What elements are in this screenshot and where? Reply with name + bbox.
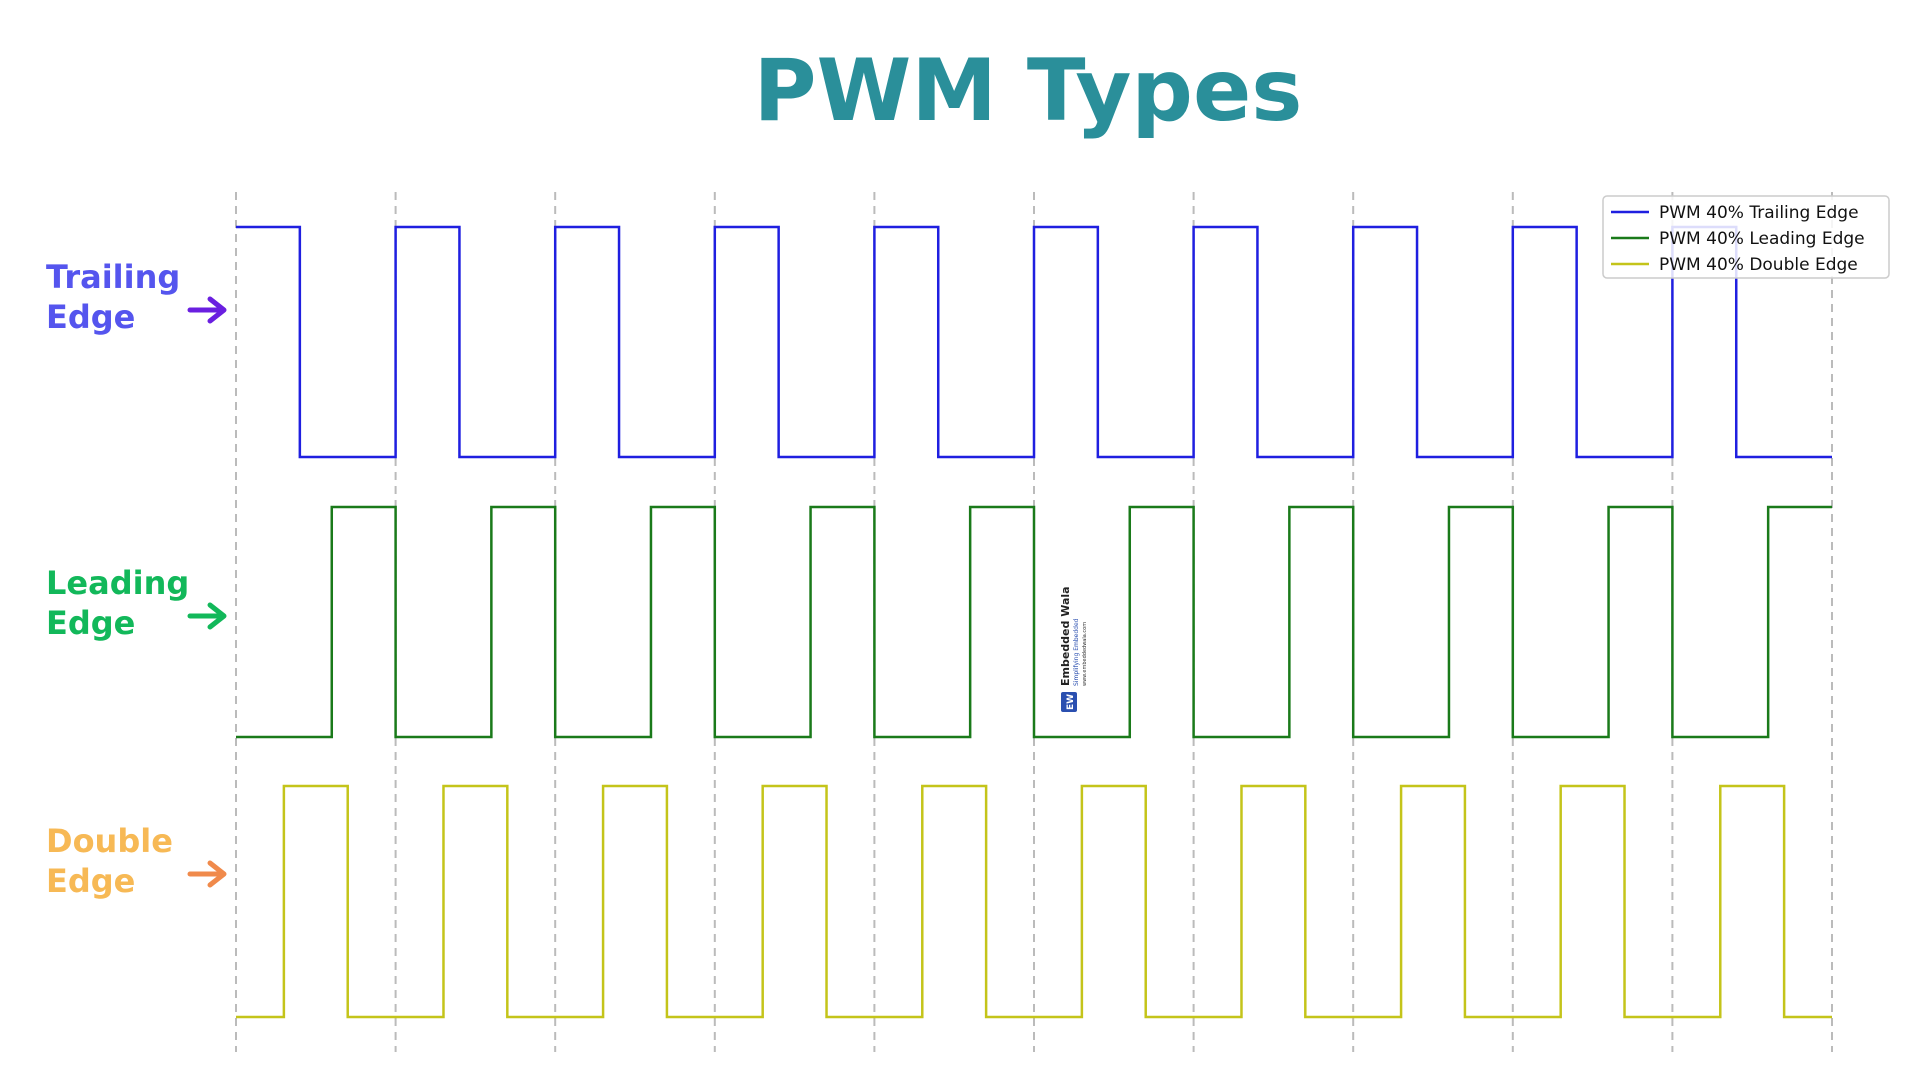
series-line-double bbox=[236, 784, 1832, 1019]
side-label-leading-line1: Leading bbox=[46, 564, 189, 602]
watermark-badge-icon bbox=[1061, 692, 1077, 712]
watermark-brand: Embedded Wala bbox=[1059, 586, 1072, 686]
watermark-badge: EW bbox=[1066, 694, 1076, 710]
watermark-url: www.embeddedwala.com bbox=[1082, 622, 1088, 686]
legend-label-leading: PWM 40% Leading Edge bbox=[1659, 229, 1865, 249]
legend-box bbox=[1602, 195, 1890, 279]
series-line-leading bbox=[236, 505, 1832, 739]
side-label-leading-line2: Edge bbox=[46, 604, 135, 642]
side-label-double-line1: Double bbox=[46, 822, 173, 860]
watermark-logo: EW Embedded Wala Simplifying Embedded ww… bbox=[1059, 586, 1088, 712]
watermark-tagline: Simplifying Embedded bbox=[1073, 618, 1080, 686]
series-line-trailing bbox=[236, 225, 1832, 459]
side-label-trailing-line2: Edge bbox=[46, 298, 135, 336]
legend-label-double: PWM 40% Double Edge bbox=[1659, 255, 1858, 275]
arrow-right-icon bbox=[187, 602, 227, 630]
legend-label-trailing: PWM 40% Trailing Edge bbox=[1659, 203, 1859, 223]
arrow-right-icon bbox=[187, 296, 227, 324]
arrow-right-icon bbox=[187, 860, 227, 888]
side-label-double-line2: Edge bbox=[46, 862, 135, 900]
side-label-trailing-line1: Trailing bbox=[46, 258, 180, 296]
waveforms bbox=[236, 225, 1832, 1019]
chart-title: PWM Types bbox=[753, 41, 1302, 141]
